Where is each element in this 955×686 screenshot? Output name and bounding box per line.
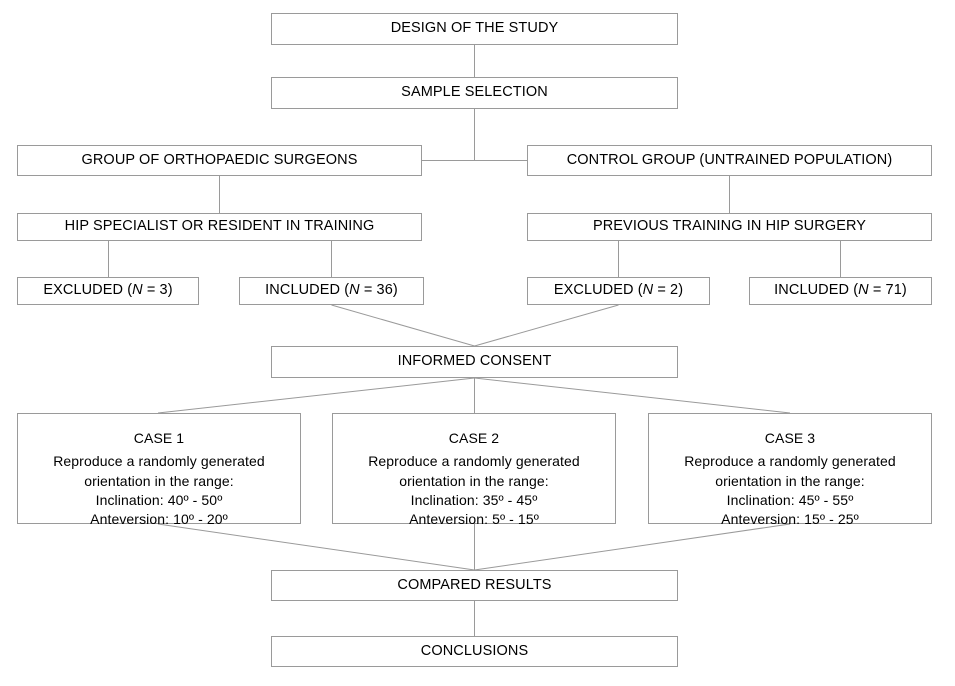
node-case-3[interactable]: CASE 3 Reproduce a randomly generated or… [648, 413, 932, 527]
node-label: SAMPLE SELECTION [401, 84, 548, 101]
case-anteversion: Anteversion: 10º - 20º [90, 511, 228, 528]
node-label: INCLUDED (N = 71) [774, 282, 907, 299]
node-label: GROUP OF ORTHOPAEDIC SURGEONS [81, 151, 358, 168]
node-label: CONTROL GROUP (UNTRAINED POPULATION) [566, 151, 893, 168]
node-excluded-control[interactable]: EXCLUDED (N = 2) [527, 277, 710, 305]
node-previous-training-hip-surgery[interactable]: PREVIOUS TRAINING IN HIP SURGERY [527, 213, 932, 241]
node-case-2[interactable]: CASE 2 Reproduce a randomly generated or… [332, 413, 616, 527]
node-label: COMPARED RESULTS [397, 576, 552, 593]
node-case-1[interactable]: CASE 1 Reproduce a randomly generated or… [17, 413, 301, 527]
case-line-2: orientation in the range: [84, 472, 234, 489]
node-label: DESIGN OF THE STUDY [390, 20, 559, 37]
case-inclination: Inclination: 35º - 45º [410, 491, 538, 508]
node-hip-specialist-or-resident[interactable]: HIP SPECIALIST OR RESIDENT IN TRAINING [17, 213, 422, 241]
case-line-1: Reproduce a randomly generated [53, 453, 265, 470]
case-title: CASE 3 [764, 430, 816, 446]
node-label: EXCLUDED (N = 3) [43, 282, 173, 299]
node-informed-consent[interactable]: INFORMED CONSENT [271, 346, 678, 378]
node-label: HIP SPECIALIST OR RESIDENT IN TRAINING [64, 218, 375, 235]
node-label: INCLUDED (N = 36) [265, 282, 398, 299]
case-inclination: Inclination: 40º - 50º [95, 491, 223, 508]
node-group-of-orthopaedic-surgeons[interactable]: GROUP OF ORTHOPAEDIC SURGEONS [17, 145, 422, 176]
node-label: INFORMED CONSENT [397, 353, 552, 370]
node-conclusions[interactable]: CONCLUSIONS [271, 636, 678, 667]
case-title: CASE 1 [133, 430, 185, 446]
case-line-2: orientation in the range: [715, 472, 865, 489]
case-line-1: Reproduce a randomly generated [368, 453, 580, 470]
node-excluded-surgeons[interactable]: EXCLUDED (N = 3) [17, 277, 199, 305]
node-compared-results[interactable]: COMPARED RESULTS [271, 570, 678, 601]
node-label: PREVIOUS TRAINING IN HIP SURGERY [592, 218, 867, 235]
node-control-group[interactable]: CONTROL GROUP (UNTRAINED POPULATION) [527, 145, 932, 176]
node-design-of-the-study[interactable]: DESIGN OF THE STUDY [271, 13, 678, 45]
node-sample-selection[interactable]: SAMPLE SELECTION [271, 77, 678, 109]
case-line-1: Reproduce a randomly generated [684, 453, 896, 470]
node-included-surgeons[interactable]: INCLUDED (N = 36) [239, 277, 424, 305]
node-label: CONCLUSIONS [420, 642, 529, 659]
case-anteversion: Anteversion: 15º - 25º [721, 511, 859, 528]
case-anteversion: Anteversion: 5º - 15º [409, 511, 539, 528]
node-included-control[interactable]: INCLUDED (N = 71) [749, 277, 932, 305]
case-title: CASE 2 [448, 430, 500, 446]
node-label: EXCLUDED (N = 2) [553, 282, 684, 299]
case-line-2: orientation in the range: [399, 472, 549, 489]
case-inclination: Inclination: 45º - 55º [726, 491, 854, 508]
